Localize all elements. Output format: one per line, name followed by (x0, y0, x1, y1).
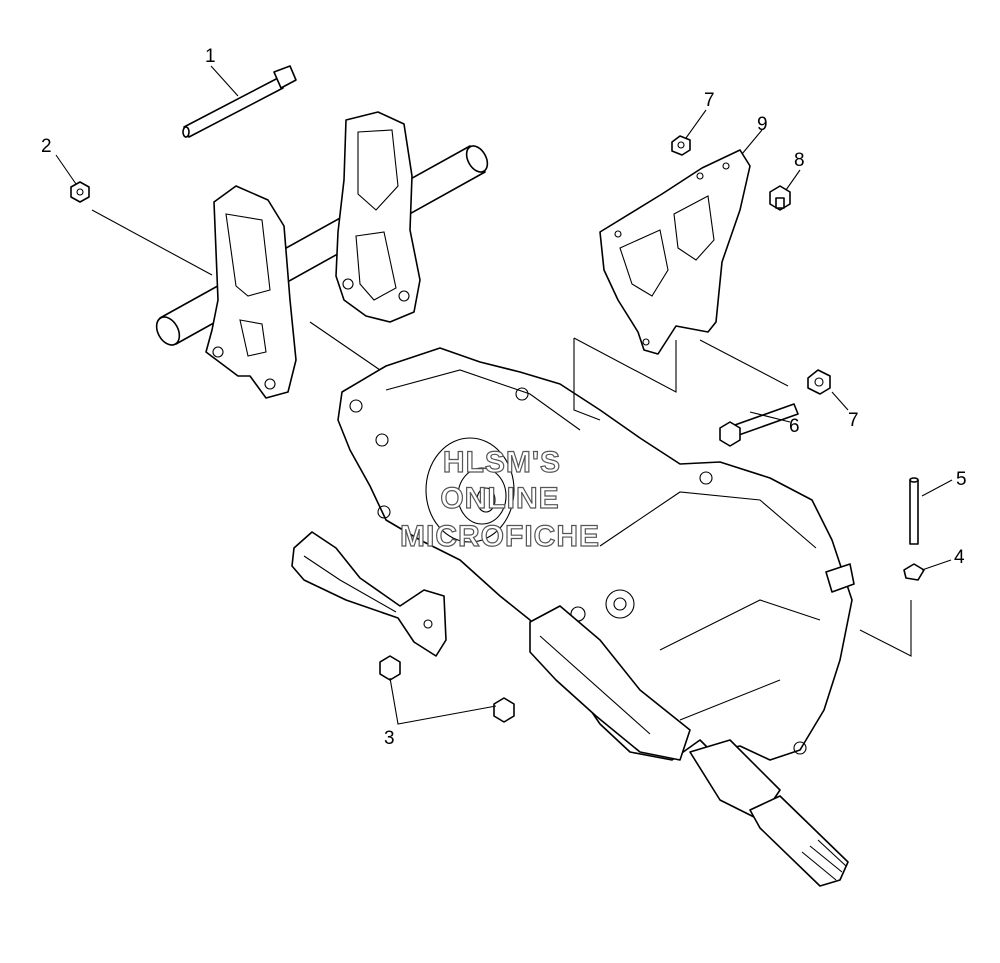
leader-5 (921, 479, 953, 497)
part-mounting-plate (599, 149, 751, 355)
leader-9 (741, 129, 763, 155)
leader-bracket (309, 321, 381, 371)
leader-plate-left (573, 338, 601, 421)
part-pin (909, 477, 919, 545)
part-cross-tube (155, 145, 489, 346)
part-bolt-lower-a (379, 655, 401, 681)
leader-1 (210, 65, 239, 97)
leader-lines (55, 65, 953, 725)
leader-3 (389, 677, 497, 725)
leader-4-ext (859, 600, 912, 657)
part-lower-bracket (291, 531, 447, 657)
callout-7-upper: 7 (704, 90, 715, 111)
watermark-line-2: ONLINE (440, 482, 559, 515)
watermark-line-1: HLSM'S (443, 446, 561, 479)
callout-6: 6 (789, 416, 800, 437)
leader-plate-right (699, 339, 789, 387)
callout-2: 2 (41, 136, 52, 157)
part-bolt-medium (719, 403, 799, 447)
part-transaxle (337, 347, 855, 887)
leader-2 (55, 154, 77, 185)
callout-8: 8 (794, 150, 805, 171)
part-nut-upper (671, 135, 691, 156)
watermark-line-3: MICROFICHE (400, 520, 600, 553)
leader-6 (749, 411, 791, 423)
callout-3: 3 (384, 728, 395, 749)
leader-8 (785, 169, 801, 191)
leader-7b (831, 391, 849, 411)
part-right-bracket (335, 111, 421, 323)
callout-9: 9 (757, 114, 768, 135)
callout-4: 4 (954, 547, 965, 568)
part-left-bracket (205, 185, 297, 399)
part-nut-right (807, 369, 831, 395)
leader-plate-mid (573, 337, 677, 393)
part-bolt-lower-b (493, 697, 515, 723)
part-clip (903, 563, 925, 581)
part-bolt-short (769, 185, 791, 211)
callout-5: 5 (956, 469, 967, 490)
callout-1: 1 (205, 46, 216, 67)
leader-2-ext (91, 209, 213, 276)
leader-4 (921, 559, 952, 571)
watermark: HLSM'S ONLINE MICROFICHE (399, 445, 600, 553)
leader-7a (685, 109, 707, 139)
part-bolt-long (182, 65, 297, 138)
callout-7-right: 7 (848, 410, 859, 431)
part-nut (70, 181, 90, 203)
